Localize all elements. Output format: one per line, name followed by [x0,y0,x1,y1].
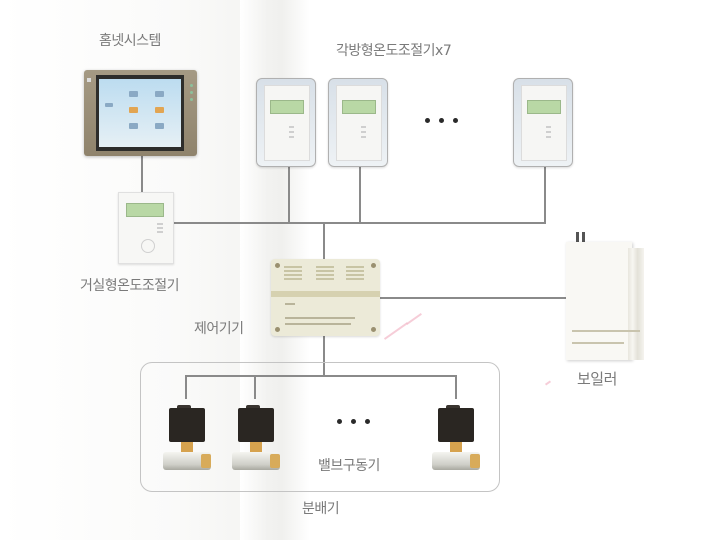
boiler-unit [566,232,646,360]
app-icon [155,123,164,129]
wire-controller-to-boiler [380,297,566,299]
dial-knob-icon [141,239,155,253]
app-icon [129,123,138,129]
valve-actuator [232,405,284,478]
stray-mark [544,380,552,386]
boiler-label: 보일러 [577,370,617,388]
distributor-group [140,362,500,492]
wire-homenet-to-living [141,156,143,192]
app-icon [129,91,138,97]
stray-mark [383,322,409,340]
app-icon [129,107,138,113]
lcd-display [270,100,304,114]
living-room-thermostat [118,192,174,264]
weather-icon [105,103,113,107]
lcd-display [342,100,376,114]
home-net-screen [96,75,184,151]
wire-valve-n [455,375,457,399]
indicator-icon [190,98,193,101]
room-thermostats-label: 각방형온도조절기x7 [336,43,452,59]
wire-valve-1 [185,375,187,399]
wire-valve-2 [254,375,256,399]
home-net-panel [84,70,197,156]
controller-label: 제어기기 [194,321,244,337]
wire-bus-to-controller [323,223,325,260]
valve-actuator-label: 밸브구동기 [318,458,380,474]
indicator-icon [190,91,193,94]
valve-actuator [432,405,484,478]
room-thermostat [256,78,316,167]
room-thermostat [513,78,573,167]
indicator-icon [190,84,193,87]
app-icon [155,107,164,113]
valve-actuator [163,405,215,478]
room-thermostat [328,78,388,167]
wire-controller-to-valves [323,336,325,376]
living-thermostat-label: 거실형온도조절기 [80,278,180,294]
distributor-label: 분배기 [302,501,340,517]
home-button-icon [87,78,91,82]
wire-room-thermo-1 [288,166,290,223]
wire-thermostat-bus [172,222,546,224]
wire-room-thermo-n [544,166,546,223]
thermostat-ellipsis [425,118,458,123]
lcd-display [126,203,164,217]
app-icon [155,91,164,97]
valve-ellipsis [337,419,370,424]
lcd-display [527,100,561,114]
wire-valve-bus [185,375,457,377]
wire-room-thermo-2 [359,166,361,223]
home-net-label: 홈넷시스템 [99,33,161,49]
stray-mark [406,313,422,325]
controller-unit [271,259,380,336]
